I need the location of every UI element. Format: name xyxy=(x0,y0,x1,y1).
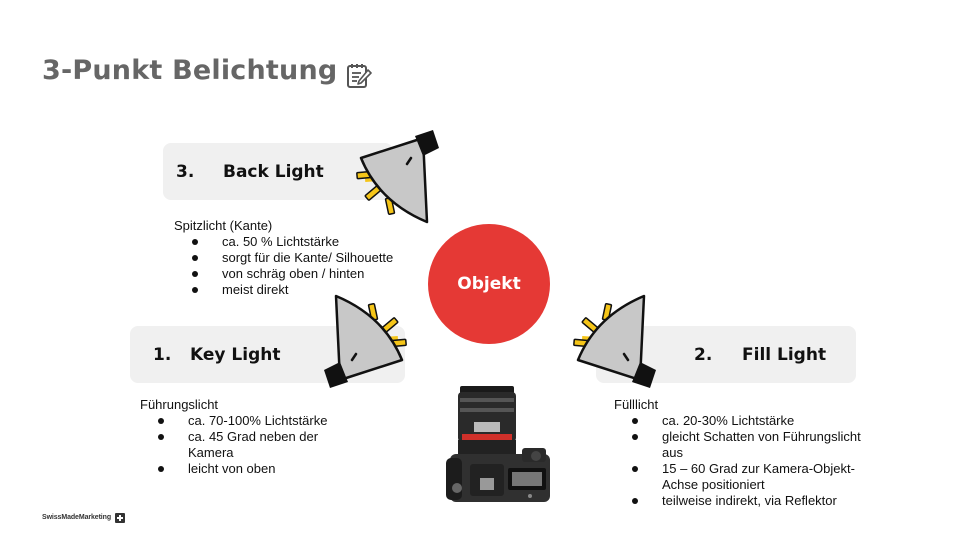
key-light-number: 1. xyxy=(153,344,172,365)
back-light-header: 3. Back Light xyxy=(163,143,393,200)
key-light-label: Key Light xyxy=(190,344,281,365)
list-item: leicht von oben xyxy=(140,461,360,477)
list-item: sorgt für die Kante/ Silhouette xyxy=(174,250,434,266)
brand-logo-text: SwissMadeMarketing xyxy=(42,514,111,521)
list-item: gleicht Schatten von Führungslicht aus xyxy=(614,429,874,461)
objekt-label: Objekt xyxy=(457,274,521,294)
back-light-lead: Spitzlicht (Kante) xyxy=(174,218,273,233)
page-title: 3-Punkt Belichtung xyxy=(42,55,338,86)
fill-light-lead: Fülllicht xyxy=(614,397,659,412)
fill-light-spotlight-icon xyxy=(562,290,662,390)
list-item: meist direkt xyxy=(174,282,434,298)
notepad-icon xyxy=(347,64,372,88)
list-item: ca. 45 Grad neben der Kamera xyxy=(140,429,360,461)
list-item: ca. 70-100% Lichtstärke xyxy=(140,413,360,429)
key-light-lead: Führungslicht xyxy=(140,397,219,412)
back-light-description: Spitzlicht (Kante) ca. 50 % Lichtstärke … xyxy=(174,218,434,298)
list-item: 15 – 60 Grad zur Kamera-Objekt-Achse pos… xyxy=(614,461,874,493)
list-item: ca. 20-30% Lichtstärke xyxy=(614,413,874,429)
logo-mark-icon xyxy=(115,513,125,523)
objekt-circle: Objekt xyxy=(428,224,550,344)
back-light-number: 3. xyxy=(176,161,195,182)
list-item: teilweise indirekt, via Reflektor xyxy=(614,493,874,509)
back-light-label: Back Light xyxy=(223,161,324,182)
list-item: ca. 50 % Lichtstärke xyxy=(174,234,434,250)
key-light-spotlight-icon xyxy=(318,290,418,390)
key-light-description: Führungslicht ca. 70-100% Lichtstärke ca… xyxy=(140,397,360,477)
fill-light-number: 2. xyxy=(694,344,713,365)
list-item: von schräg oben / hinten xyxy=(174,266,434,282)
camera-icon xyxy=(446,386,550,502)
fill-light-label: Fill Light xyxy=(742,344,827,365)
fill-light-description: Fülllicht ca. 20-30% Lichtstärke gleicht… xyxy=(614,397,874,509)
back-light-spotlight-icon xyxy=(345,128,445,228)
